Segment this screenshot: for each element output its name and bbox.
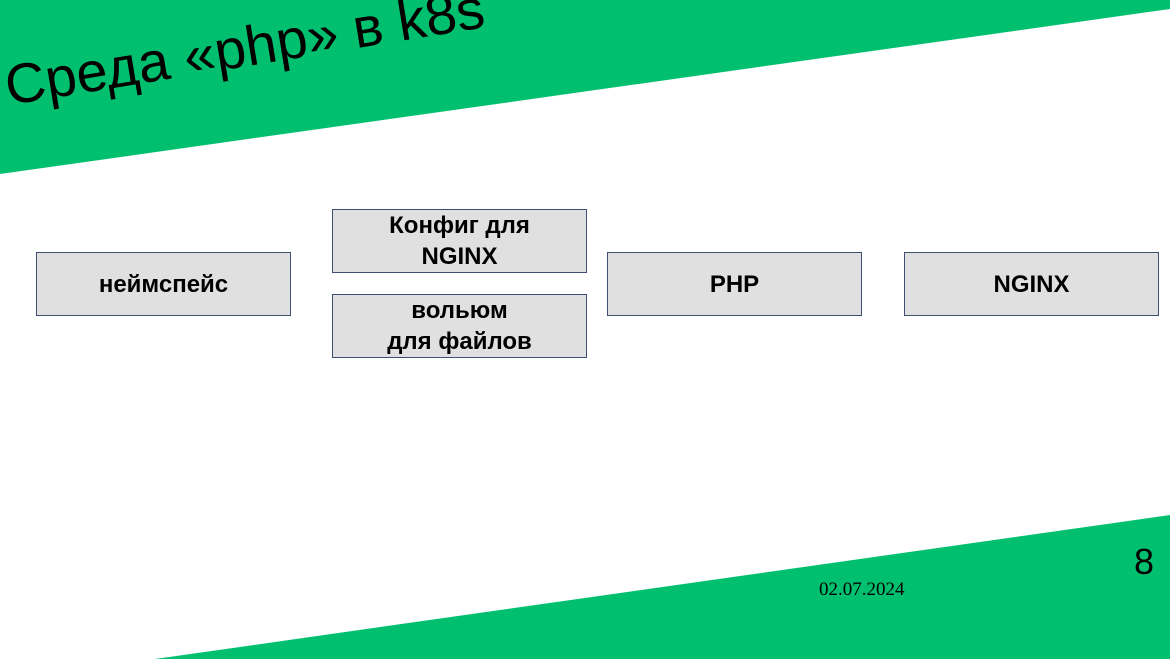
nginx-config-box: Конфиг для NGINX [332,209,587,273]
namespace-box: неймспейс [36,252,291,316]
page-number: 8 [1134,541,1155,582]
namespace-label: неймспейс [98,270,229,298]
top-green-band [0,0,1170,174]
slide-date: 02.07.2024 [819,579,905,600]
bottom-green-band [155,515,1170,659]
php-box: PHP [607,252,862,316]
files-volume-label-line1: вольюм [411,297,508,324]
files-volume-box: вольюм для файлов [332,294,587,358]
files-volume-label-line2: для файлов [387,328,532,355]
nginx-label: NGINX [993,270,1070,298]
php-label: PHP [709,270,760,298]
nginx-config-label-line1: Конфиг для [389,212,530,239]
nginx-box: NGINX [904,252,1159,316]
nginx-config-label-line2: NGINX [421,243,498,270]
